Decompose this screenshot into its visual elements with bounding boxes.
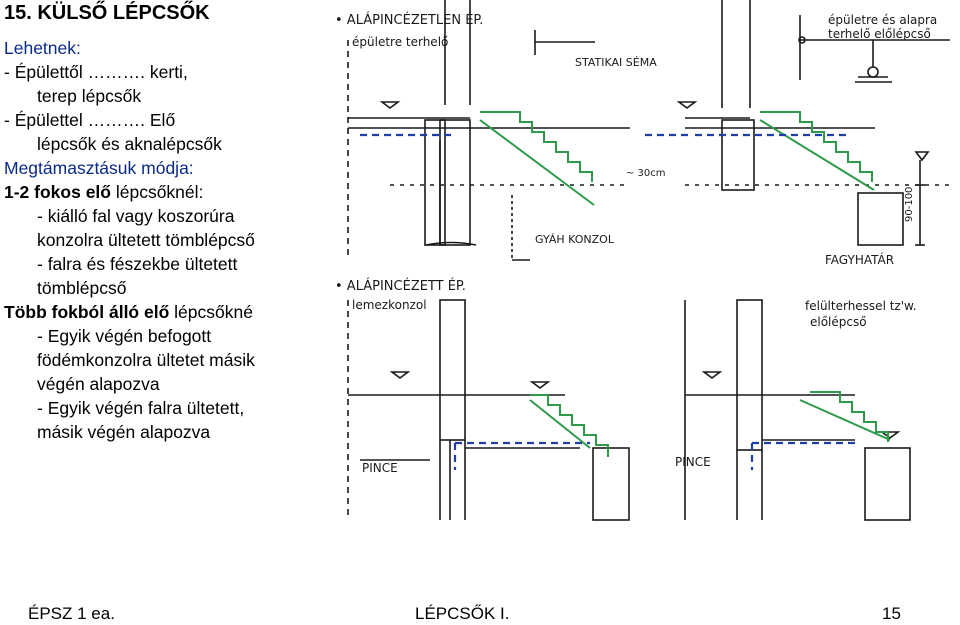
slide-title: 15. KÜLSŐ LÉPCSŐK: [4, 2, 210, 24]
text-line: másik végén alapozva: [37, 422, 211, 442]
label-feluletessel-2: előlépcső: [810, 315, 867, 329]
text-line: végén alapozva: [37, 374, 160, 394]
text-line: konzolra ültetett tömblépcső: [37, 230, 255, 250]
stair-sketch-diagram: • ALÁPINCÉZETLEN ÉP. épületre terhelő ST…: [335, 0, 950, 521]
label-alapincezetlen: • ALÁPINCÉZETLEN ÉP.: [335, 12, 483, 28]
text-line: Lehetnek:: [4, 38, 81, 58]
text-segment: lépcsőkné: [169, 302, 253, 322]
label-gyah-konzol: GYÁH KONZOL: [535, 233, 615, 246]
text-line: - Egyik végén falra ültetett,: [37, 398, 245, 418]
text-line: tömblépcső: [37, 278, 127, 298]
label-epuletre-es-alapra-1: épületre és alapra: [828, 13, 937, 27]
label-30cm: ~ 30cm: [626, 168, 666, 179]
footer-course: ÉPSZ 1 ea.: [28, 604, 115, 623]
text-line: lépcsők és aknalépcsők: [37, 134, 222, 154]
label-statikai-sema: STATIKAI SÉMA: [575, 56, 657, 69]
label-epuletre-terhelo: épületre terhelő: [352, 35, 448, 49]
text-line: - Épülettől ………. kerti,: [4, 62, 188, 82]
text-line: födémkonzolra ültetet másik: [37, 350, 255, 370]
bullet-list: Lehetnek: - Épülettől ………. kerti, terep lé…: [4, 36, 334, 444]
label-alapincezett: • ALÁPINCÉZETT ÉP.: [335, 278, 466, 294]
footer-topic: LÉPCSŐK I.: [415, 604, 510, 623]
label-pince-left: PINCE: [362, 461, 398, 475]
bold-segment: 1-2 fokos elő: [4, 182, 111, 202]
text-line: - Épülettel ………. Elő: [4, 110, 176, 130]
label-fagy-dim: 90-100: [904, 187, 915, 222]
text-line: Megtámasztásuk módja:: [4, 158, 194, 178]
text-line: - kiálló fal vagy koszorúra: [37, 206, 235, 226]
footer-page-number: 15: [882, 604, 901, 623]
text-line: - Egyik végén befogott: [37, 326, 212, 346]
text-line: - falra és fészekbe ültetett: [37, 254, 238, 274]
bold-segment: Több fokból álló elő: [4, 302, 170, 322]
label-fagyhatar: FAGYHATÁR: [825, 252, 894, 267]
text-segment: lépcsőknél:: [110, 182, 204, 202]
label-lemezkonzol: lemezkonzol: [352, 298, 427, 312]
text-line: 1-2 fokos elő lépcsőknél:: [4, 180, 334, 204]
label-epuletre-es-alapra-2: terhelő előlépcső: [828, 27, 931, 41]
label-feluletessel-1: felülterhessel tz'w.: [805, 299, 917, 313]
label-pince-right: PINCE: [675, 455, 711, 469]
text-line: Több fokból álló elő lépcsőkné: [4, 300, 334, 324]
text-line: terep lépcsők: [37, 86, 142, 106]
